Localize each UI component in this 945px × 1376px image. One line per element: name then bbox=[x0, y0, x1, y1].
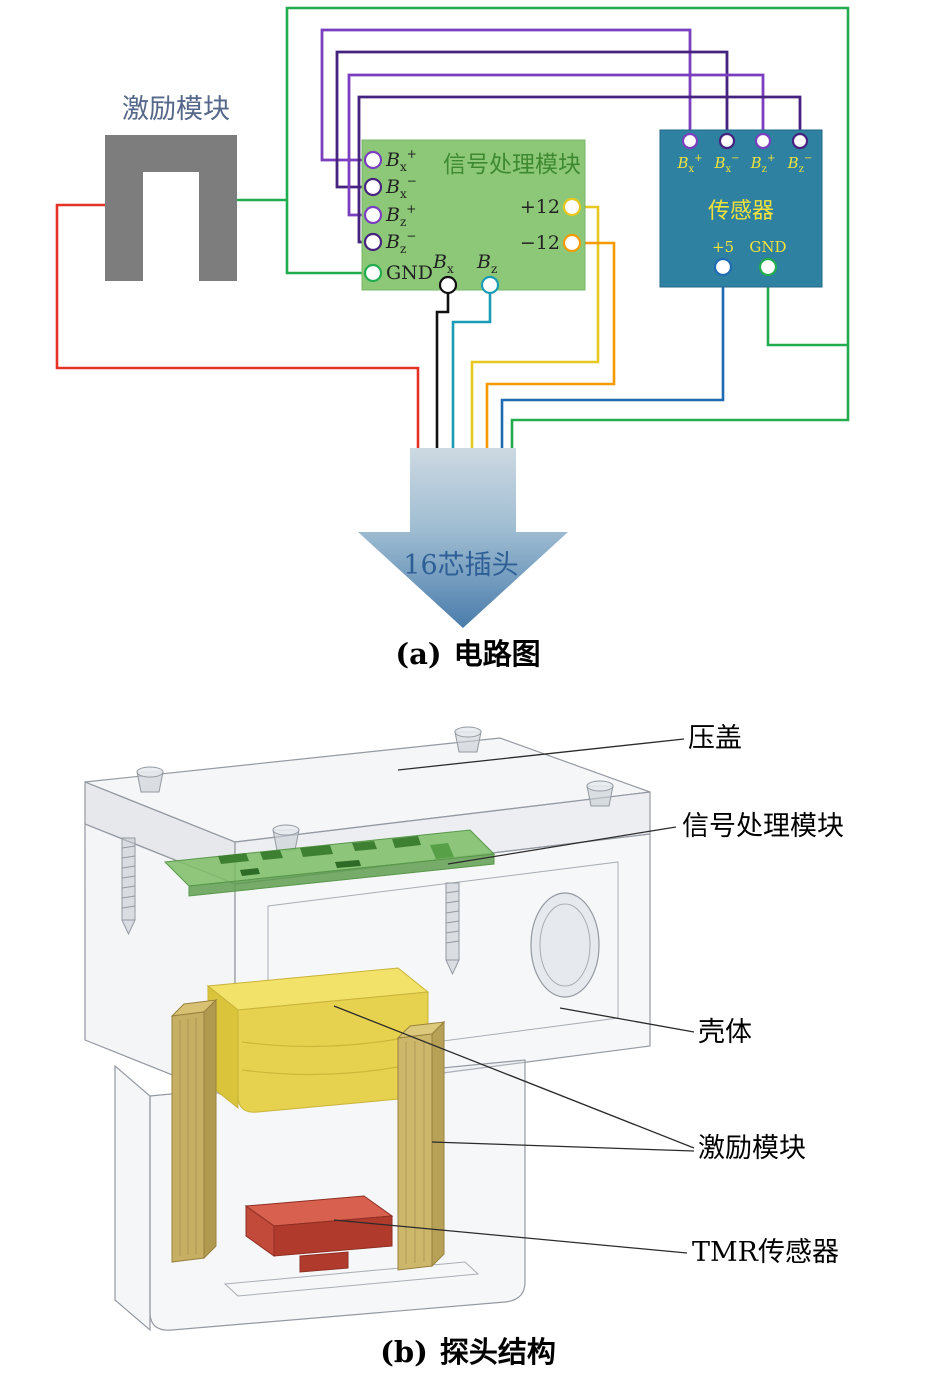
sensor-pin-bx-plus bbox=[681, 132, 699, 150]
sensor-top-pin-label-0: Bx+ bbox=[676, 153, 702, 175]
leader-housing bbox=[559, 1007, 695, 1033]
sensor-module: Bx+ Bx− Bz+ Bz− 传感器 +5 GND bbox=[659, 129, 823, 288]
label-signal-module: 信号处理模块 bbox=[682, 811, 844, 842]
signal-processing-module: 信号处理模块 Bx+ Bx− Bz+ Bz− GND Bx Bz +12 −12 bbox=[361, 139, 586, 295]
pcb-components bbox=[218, 836, 454, 876]
pin-plus12 bbox=[562, 197, 582, 217]
pin-bz-minus bbox=[363, 232, 383, 252]
frame-bars bbox=[170, 998, 446, 1271]
screws bbox=[121, 837, 460, 976]
frame-bar-left bbox=[170, 998, 218, 1263]
coil-block bbox=[206, 967, 430, 1113]
screw-bosses bbox=[136, 726, 614, 851]
sensor-plus5-label: +5 bbox=[712, 238, 734, 256]
leader-excitation-2 bbox=[431, 1141, 695, 1152]
signal-left-pin-label-3: Bz− bbox=[385, 229, 416, 256]
leader-excitation-1 bbox=[333, 1005, 695, 1149]
tmr-sensor-block bbox=[244, 1195, 394, 1273]
signal-minus12-label: −12 bbox=[520, 232, 560, 254]
excitation-module-block bbox=[105, 135, 237, 281]
signal-plus12-label: +12 bbox=[520, 196, 560, 218]
pin-bx-plus bbox=[363, 150, 383, 170]
signal-bottom-pin-label-0: Bx bbox=[432, 251, 454, 276]
caption-a: (a)电路图 bbox=[395, 637, 540, 671]
leader-cover bbox=[397, 738, 685, 771]
sensor-top-pin-label-2: Bz+ bbox=[750, 153, 776, 175]
wires bbox=[55, 6, 850, 460]
signal-left-pin-label-0: Bx+ bbox=[385, 147, 417, 174]
wire-red-excitation bbox=[55, 203, 420, 460]
sensor-pin-plus5 bbox=[713, 257, 733, 277]
sensor-gnd-label: GND bbox=[749, 238, 786, 256]
leader-signal-module bbox=[447, 826, 677, 865]
label-excitation: 激励模块 bbox=[698, 1133, 806, 1164]
pin-bz-plus bbox=[363, 205, 383, 225]
wire-yellow-plus12 bbox=[470, 205, 600, 460]
plug-arrow: 16芯插头 bbox=[358, 448, 568, 628]
wire-orange-minus12 bbox=[485, 241, 616, 460]
signal-module-box bbox=[361, 139, 586, 291]
wire-blue-plus5 bbox=[500, 267, 725, 460]
signal-left-pin-label-2: Bz+ bbox=[385, 202, 416, 229]
leader-tmr bbox=[333, 1219, 688, 1254]
sensor-pin-bz-plus bbox=[754, 132, 772, 150]
circuit-diagram: 激励模块 信号处理模块 Bx bbox=[55, 6, 850, 671]
caption-b: (b)探头结构 bbox=[380, 1335, 556, 1369]
pin-minus12 bbox=[562, 233, 582, 253]
signal-bottom-pin-label-1: Bz bbox=[476, 251, 497, 276]
wire-teal-bz-out bbox=[451, 285, 492, 460]
wire-black-bx-out bbox=[435, 285, 450, 460]
frame-bar-right bbox=[396, 1020, 446, 1271]
signal-module-title: 信号处理模块 bbox=[443, 152, 581, 178]
excitation-module-label: 激励模块 bbox=[122, 94, 230, 125]
pin-bz-out bbox=[480, 275, 500, 295]
sensor-top-pin-label-1: Bx− bbox=[713, 153, 739, 175]
sensor-top-pin-label-3: Bz− bbox=[787, 153, 813, 175]
leader-lines bbox=[333, 738, 695, 1254]
pin-gnd bbox=[363, 263, 383, 283]
sensor-pin-gnd bbox=[758, 257, 778, 277]
signal-left-pin-label-1: Bx− bbox=[385, 174, 417, 201]
wire-green-branch-sensor-gnd bbox=[766, 267, 848, 347]
sensor-box bbox=[659, 129, 823, 288]
side-cylinder bbox=[530, 892, 600, 998]
base-plate bbox=[223, 1261, 480, 1297]
sensor-pin-bz-minus bbox=[791, 132, 809, 150]
probe-structure: 压盖 信号处理模块 壳体 激励模块 TMR传感器 (b)探头结构 bbox=[84, 723, 844, 1369]
label-cover: 压盖 bbox=[688, 723, 742, 754]
plug-label: 16芯插头 bbox=[403, 550, 518, 581]
label-housing: 壳体 bbox=[698, 1017, 752, 1048]
sensor-pin-bx-minus bbox=[718, 132, 736, 150]
signal-gnd-label: GND bbox=[386, 262, 433, 284]
plug-arrow-shape bbox=[358, 448, 568, 628]
wire-violet-bx-plus bbox=[320, 28, 692, 162]
label-tmr-sensor: TMR传感器 bbox=[692, 1237, 839, 1268]
pin-bx-out bbox=[438, 275, 458, 295]
wire-green-ground bbox=[285, 6, 850, 460]
pin-bx-minus bbox=[363, 177, 383, 197]
sensor-title: 传感器 bbox=[708, 199, 774, 224]
pcb-board bbox=[163, 829, 496, 897]
